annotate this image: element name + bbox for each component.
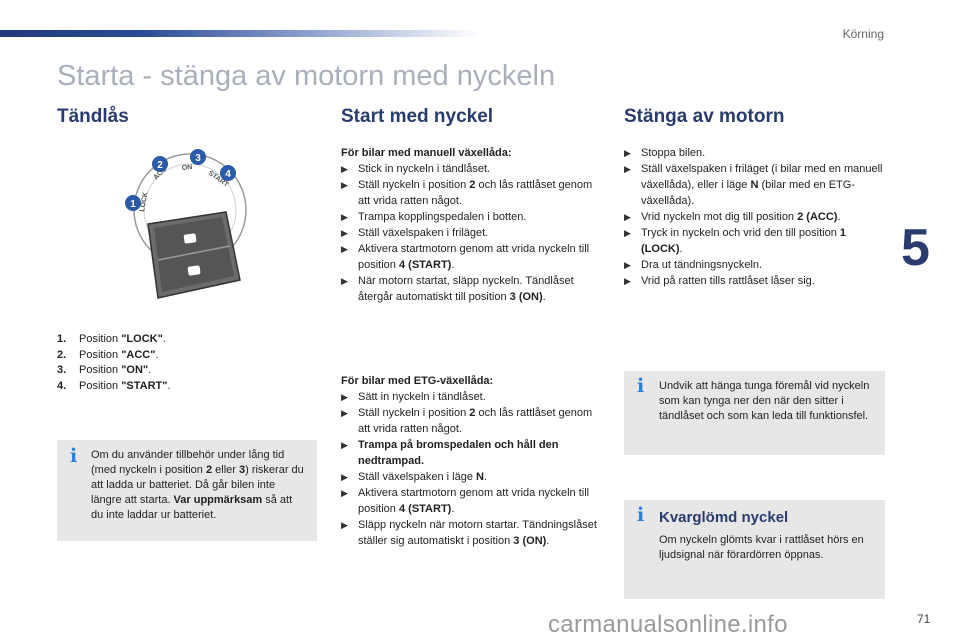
arrow-icon: ▶ [341,440,348,450]
forgotten-key-title: Kvarglömd nyckel [659,509,789,526]
ignition-key-illustration: LOCK ACC ON START 1 2 3 4 [125,149,247,299]
step-item: ▶Dra ut tändningsnyckeln. [624,259,763,271]
position-list: 1.Position "LOCK". 2.Position "ACC". 3.P… [57,332,171,394]
callout-2: 2 [157,160,163,171]
heading-start: Start med nyckel [341,106,494,127]
stop-steps: ▶Stoppa bilen. ▶Ställ växelspaken i fril… [624,145,890,289]
dial-label-lock: LOCK [139,192,149,213]
forgotten-key-text: Om nyckeln glömts kvar i rattlåset hörs … [659,534,864,561]
arrow-icon: ▶ [341,408,348,418]
arrow-icon: ▶ [341,244,348,254]
heading-stop: Stänga av motorn [624,106,785,127]
position-item: 4.Position "START". [57,379,171,392]
arrow-icon: ▶ [341,228,348,238]
position-item: 1.Position "LOCK". [57,333,166,345]
section-label: Körning [842,27,884,41]
step-item: ▶Ställ nyckeln i position 2 och lås ratt… [341,179,593,207]
arrow-icon: ▶ [624,164,631,174]
callout-1: 1 [130,199,136,210]
arrow-icon: ▶ [341,392,348,402]
step-item: ▶Sätt in nyckeln i tändlåset. [341,391,486,403]
step-item: ▶Aktivera startmotorn genom att vrida ny… [341,487,590,515]
info-icon: i [637,375,645,397]
dial-label-on: ON [182,164,193,172]
step-item: ▶Stick in nyckeln i tändlåset. [341,163,491,175]
etg-start-steps: För bilar med ETG-växellåda: ▶Sätt in ny… [341,373,603,549]
step-item: ▶Vrid nyckeln mot dig till position 2 (A… [624,211,841,223]
step-item: ▶Släpp nyckeln när motorn startar. Tändn… [341,519,597,547]
forgotten-key-info-box: i Kvarglömd nyckel Om nyckeln glömts kva… [624,500,885,599]
step-item: ▶Trampa kopplingspedalen i botten. [341,211,527,223]
watermark: carmanualsonline.info [548,611,788,638]
step-item: ▶Ställ växelspaken i friläget (i bilar m… [624,163,883,207]
info-icon: i [637,504,645,526]
info-icon: i [70,445,78,467]
arrow-icon: ▶ [624,260,631,270]
arrow-icon: ▶ [624,148,631,158]
arrow-icon: ▶ [341,488,348,498]
step-item: ▶Stoppa bilen. [624,147,706,159]
step-item: ▶Vrid på ratten tills rattlåset låser si… [624,275,815,287]
chapter-number: 5 [901,219,930,277]
callout-4: 4 [225,169,231,180]
arrow-icon: ▶ [341,472,348,482]
position-item: 2.Position "ACC". [57,348,159,361]
etg-subheading: För bilar med ETG-växellåda: [341,375,494,387]
header-accent-bar [0,30,480,37]
heading-ignition: Tändlås [57,106,129,127]
step-item: ▶Ställ växelspaken i friläget. [341,227,489,239]
arrow-icon: ▶ [341,180,348,190]
page-number: 71 [917,612,931,626]
arrow-icon: ▶ [341,276,348,286]
manual-subheading: För bilar med manuell växellåda: [341,147,512,159]
step-item: ▶Ställ växelspaken i läge N. [341,471,488,483]
step-item: ▶Ställ nyckeln i position 2 och lås ratt… [341,407,593,435]
arrow-icon: ▶ [341,212,348,222]
step-item: ▶Tryck in nyckeln och vrid den till posi… [624,227,847,255]
step-item: ▶Trampa på bromspedalen och håll den ned… [341,439,559,467]
arrow-icon: ▶ [341,164,348,174]
arrow-icon: ▶ [624,228,631,238]
callout-3: 3 [195,153,201,164]
battery-info-box: i Om du använder tillbehör under lång ti… [57,440,317,541]
arrow-icon: ▶ [624,276,631,286]
heavy-keyring-info-box: i Undvik att hänga tunga föremål vid nyc… [624,371,885,455]
manual-start-steps: För bilar med manuell växellåda: ▶Stick … [341,145,603,305]
step-item: ▶När motorn startat, släpp nyckeln. Tänd… [341,275,574,303]
position-item: 3.Position "ON". [57,364,152,376]
arrow-icon: ▶ [624,212,631,222]
arrow-icon: ▶ [341,520,348,530]
page-title: Starta - stänga av motorn med nyckeln [57,60,556,92]
step-item: ▶Aktivera startmotorn genom att vrida ny… [341,243,590,271]
